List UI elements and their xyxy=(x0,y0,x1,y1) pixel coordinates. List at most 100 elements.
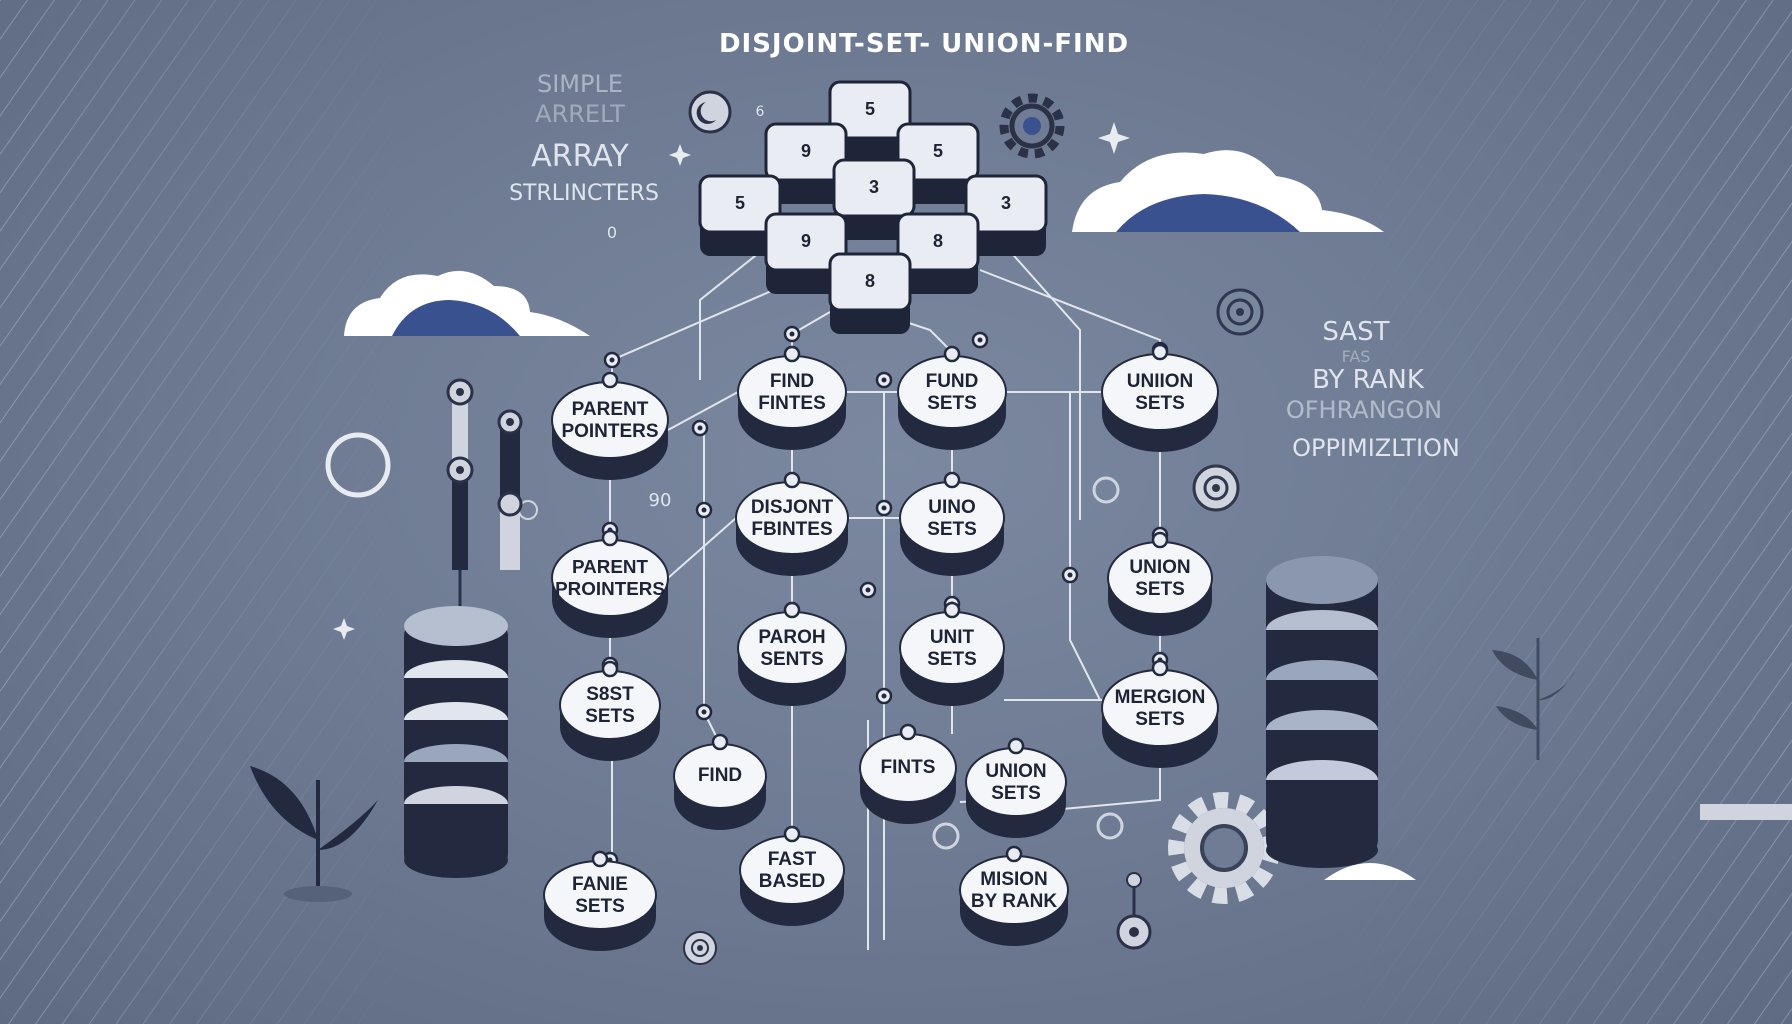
cube-label: 5 xyxy=(865,99,875,119)
cube-block: 9 xyxy=(764,122,848,204)
cube-label: 3 xyxy=(869,177,879,197)
node-label-line1: UNION xyxy=(1129,557,1190,578)
cube-block: 8 xyxy=(828,252,912,334)
top-gear-icon xyxy=(999,93,1065,159)
node-label-line2: BY RANK xyxy=(971,891,1057,912)
pin-icon-bottom xyxy=(1116,872,1152,950)
diagram-title: DISJOINT-SET- UNION-FIND xyxy=(719,29,1129,59)
node-label-line2: BASED xyxy=(759,871,826,892)
node-label-line2: SETS xyxy=(1135,579,1185,600)
node-label-line2: PROINTERS xyxy=(555,578,665,599)
right-caption-line-5: OPPIMIZLTION xyxy=(1292,434,1460,462)
node-label-line2: FINTES xyxy=(758,393,826,414)
left-cloud-icon xyxy=(344,270,590,336)
sparkle-icons xyxy=(333,122,1130,640)
dot-decoration xyxy=(1092,476,1120,504)
cube-label: 3 xyxy=(1001,193,1011,213)
right-hatch-pattern xyxy=(1330,0,1792,1024)
bottom-gear-icon xyxy=(1168,792,1280,904)
cube-label: 8 xyxy=(933,231,943,251)
node-label-line1: UNIION xyxy=(1127,371,1194,392)
moon-icon xyxy=(688,90,732,134)
left-caption-line-3: ARRAY xyxy=(531,139,629,174)
dot-decoration xyxy=(932,822,960,850)
right-caption-line-4: OFHRANGON xyxy=(1286,396,1442,424)
target-icon xyxy=(1216,288,1264,336)
node-7: FIND xyxy=(673,733,767,830)
right-disk-stack xyxy=(1266,556,1378,868)
node-label-line2: SENTS xyxy=(760,649,823,670)
target-icon-2 xyxy=(1192,464,1240,512)
ring-decoration xyxy=(325,432,391,498)
node-label-line1: FIND xyxy=(698,765,742,786)
node-label-line2: SETS xyxy=(991,783,1041,804)
cube-block: 8 xyxy=(896,212,980,294)
node-label-line1: PARENT xyxy=(572,556,649,577)
right-shelf-decoration xyxy=(1700,804,1792,820)
stray-label: 90 xyxy=(649,490,672,511)
node-label-line2: SETS xyxy=(927,649,977,670)
node-label-line1: FINTS xyxy=(881,757,936,778)
cube-label: 9 xyxy=(801,231,811,251)
node-label-line1: UINO xyxy=(928,497,976,518)
stray-label: 6 xyxy=(756,104,765,120)
right-caption-line-1: SAST xyxy=(1322,317,1389,347)
node-label-line1: FANIE xyxy=(572,874,628,895)
cube-block: 3 xyxy=(832,158,916,240)
right-caption-line-3: BY RANK xyxy=(1312,365,1425,395)
left-caption: SIMPLE ARRELT ARRAY STRLINCTERS xyxy=(509,70,659,206)
cube-label: 5 xyxy=(735,193,745,213)
cube-block: 3 xyxy=(964,174,1048,256)
cube-label: 9 xyxy=(801,141,811,161)
right-cloud-icon xyxy=(1072,150,1384,232)
left-disk-stack xyxy=(404,606,508,878)
cube-block: 5 xyxy=(896,122,980,204)
left-hatch-pattern xyxy=(0,0,420,1024)
node-label-line1: DISJONT xyxy=(751,497,834,518)
node-label-line2: SETS xyxy=(585,706,635,727)
node-12: FINTS xyxy=(859,723,957,824)
left-caption-line-1: SIMPLE xyxy=(537,70,623,98)
node-label-line2: SETS xyxy=(927,393,977,414)
node-layer: PARENTPOINTERSPARENTPROINTERSS8STSETSFAN… xyxy=(543,343,1219,951)
right-caption-line-2: FAS xyxy=(1342,347,1371,366)
node-label-line1: MERGION xyxy=(1115,687,1206,708)
cube-block: 5 xyxy=(828,80,912,162)
node-label-line1: S8ST xyxy=(586,684,634,705)
small-target-icon-bottom xyxy=(683,931,717,965)
cube-label: 5 xyxy=(933,141,943,161)
node-label-line2: SETS xyxy=(927,519,977,540)
node-label-line1: FUND xyxy=(926,371,979,392)
connector-lines xyxy=(601,239,1169,950)
right-hill-decoration xyxy=(1324,863,1416,880)
dot-decoration xyxy=(1096,812,1124,840)
left-caption-line-4: STRLINCTERS xyxy=(509,181,659,206)
node-label-line2: POINTERS xyxy=(561,421,658,442)
node-label-line1: PAROH xyxy=(758,627,825,648)
cube-block: 5 xyxy=(698,174,782,256)
node-label-line2: SETS xyxy=(1135,709,1185,730)
node-label-line1: MISION xyxy=(980,869,1048,890)
node-label-line1: UNION xyxy=(985,761,1046,782)
cube-block: 9 xyxy=(764,212,848,294)
left-bar-chart-decoration xyxy=(446,378,523,608)
left-plant-icon xyxy=(250,766,378,902)
node-label-line2: FBINTES xyxy=(751,519,832,540)
